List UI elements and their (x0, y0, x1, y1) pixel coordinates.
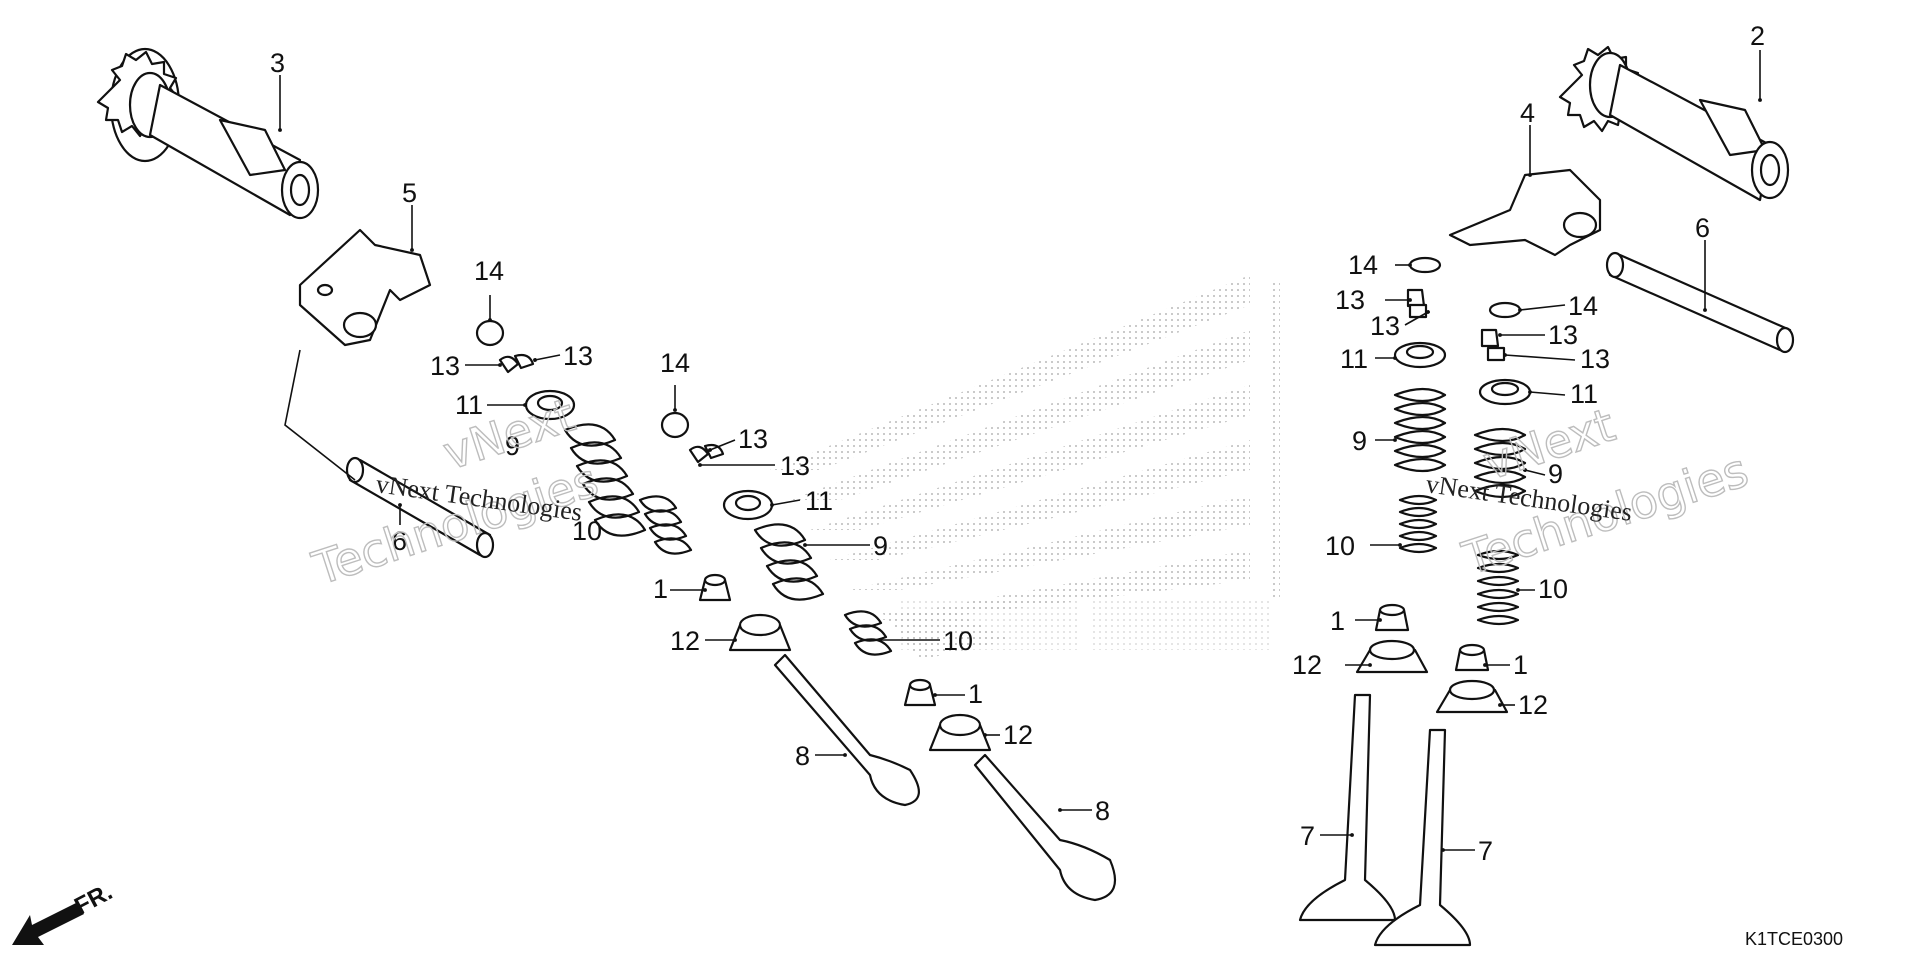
callout-4: 4 (1520, 98, 1535, 128)
valve-cotter-set-4 (1480, 328, 1506, 362)
watermark-right: vNext Technologies vNext Technologies (1424, 397, 1755, 587)
spring-seat-2 (928, 713, 992, 752)
callout-7: 7 (1300, 821, 1315, 851)
front-arrow-icon (12, 902, 84, 945)
callout-8: 8 (1095, 796, 1110, 826)
rocker-shaft-left (345, 456, 495, 559)
valve-cotter-set-1 (498, 353, 535, 374)
valve-spring-inner-1 (638, 495, 693, 555)
tappet-shim-2 (660, 411, 690, 439)
valve-spring-inner-3 (1398, 494, 1438, 554)
callout-1: 1 (653, 574, 668, 604)
callout-13: 13 (738, 424, 768, 454)
tappet-shim-1 (475, 319, 505, 347)
callout-1: 1 (1330, 606, 1345, 636)
callout-14: 14 (1568, 291, 1598, 321)
callout-11: 11 (1570, 379, 1598, 409)
callout-10: 10 (943, 626, 973, 656)
camshaft-left (96, 47, 320, 220)
callout-2: 2 (1750, 21, 1765, 51)
callout-6: 6 (1695, 213, 1710, 243)
callout-1: 1 (1513, 650, 1528, 680)
callout-9: 9 (505, 431, 520, 461)
spring-seat-1 (728, 613, 792, 652)
callout-10: 10 (1538, 574, 1568, 604)
spring-retainer-2 (722, 489, 774, 521)
rocker-shaft-right (1605, 251, 1795, 354)
spring-seat-3 (1355, 639, 1429, 674)
callout-3: 3 (270, 48, 285, 78)
callout-13: 13 (1548, 320, 1578, 350)
callout-10: 10 (1325, 531, 1355, 561)
intake-valve-2 (1373, 728, 1472, 947)
callout-10: 10 (572, 516, 602, 546)
valve-cotter-set-3 (1406, 288, 1428, 319)
callout-11: 11 (455, 390, 483, 420)
callout-9: 9 (873, 531, 888, 561)
valve-spring-inner-4 (1476, 549, 1520, 626)
callout-8: 8 (795, 741, 810, 771)
callout-14: 14 (1348, 250, 1378, 280)
callout-14: 14 (474, 256, 504, 286)
callout-5: 5 (402, 178, 417, 208)
callout-11: 11 (805, 486, 833, 516)
callout-11: 11 (1340, 344, 1368, 374)
spring-retainer-3 (1393, 341, 1447, 369)
callout-13: 13 (1580, 344, 1610, 374)
exhaust-valve-2 (973, 753, 1117, 902)
valve-stem-seal-1 (698, 573, 732, 602)
rocker-arm-left (298, 228, 432, 347)
valve-spring-outer-1 (563, 423, 647, 537)
tappet-shim-3 (1408, 256, 1442, 274)
rocker-arm-right (1448, 168, 1602, 257)
exhaust-valve-1 (773, 653, 920, 807)
callout-12: 12 (1292, 650, 1322, 680)
callout-7: 7 (1478, 836, 1493, 866)
callout-9: 9 (1548, 459, 1563, 489)
callout-14: 14 (660, 348, 690, 378)
valve-stem-seal-2 (903, 678, 937, 707)
callout-9: 9 (1352, 426, 1367, 456)
callout-numbers: 3 2 5 4 6 6 14 14 14 14 13 13 13 13 13 1… (270, 21, 1765, 866)
callout-13: 13 (1335, 285, 1365, 315)
tappet-shim-4 (1488, 301, 1522, 319)
callout-12: 12 (670, 626, 700, 656)
valve-spring-outer-4 (1473, 427, 1527, 499)
leader-lines (278, 50, 1762, 852)
front-direction-indicator: FR. (12, 878, 117, 945)
spring-retainer-1 (524, 389, 576, 421)
valve-stem-seal-4 (1454, 643, 1490, 672)
callout-1: 1 (968, 679, 983, 709)
drawing-code: K1TCE0300 (1745, 929, 1843, 949)
callout-13: 13 (780, 451, 810, 481)
valve-stem-seal-3 (1374, 603, 1410, 632)
spring-seat-4 (1435, 679, 1509, 714)
callout-6: 6 (392, 526, 407, 556)
valve-spring-inner-2 (843, 610, 893, 656)
valve-spring-outer-3 (1393, 387, 1447, 473)
callout-12: 12 (1003, 720, 1033, 750)
intake-valve-1 (1298, 693, 1397, 922)
callout-13: 13 (430, 351, 460, 381)
callout-13: 13 (1370, 311, 1400, 341)
brand-wing-logo (770, 275, 1280, 660)
callout-12: 12 (1518, 690, 1548, 720)
camshaft-right (1558, 45, 1790, 202)
valve-spring-outer-2 (753, 523, 825, 601)
callout-13: 13 (563, 341, 593, 371)
spring-retainer-4 (1478, 378, 1532, 406)
